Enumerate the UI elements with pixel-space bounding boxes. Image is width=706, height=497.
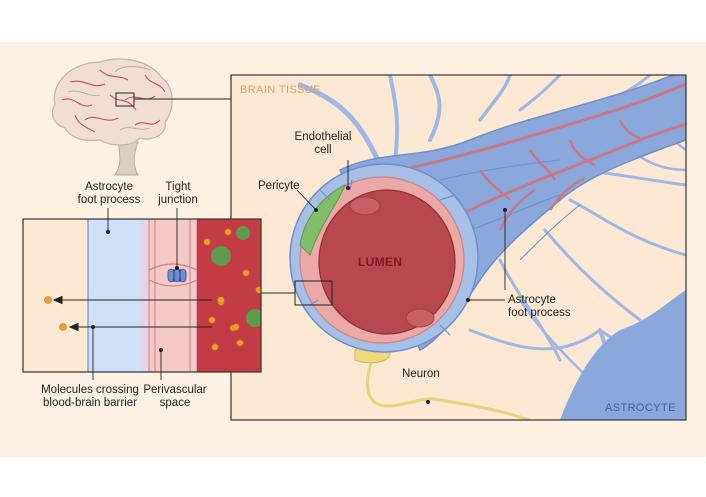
astrocyte-cell-body (560, 290, 686, 420)
brain-icon (51, 58, 173, 176)
transport-arrows (52, 295, 212, 332)
crossed-molecule (44, 296, 52, 304)
neuron-label: Neuron (402, 368, 440, 380)
pericyte-label: Pericyte (258, 180, 300, 192)
inset-astrocyte-foot (88, 219, 140, 372)
astrocyte-label: ASTROCYTE (605, 402, 676, 414)
source-molecule (217, 296, 225, 304)
brain-tissue-label: BRAIN TISSUE (240, 84, 322, 96)
vessel-cross-section (289, 163, 479, 353)
source-molecule (232, 323, 240, 331)
lumen (318, 189, 456, 335)
inset-endothelial-layer (148, 219, 198, 372)
lumen-label: LUMEN (358, 255, 403, 269)
crossed-molecule (59, 323, 67, 331)
inset-tight-junction-gap (148, 263, 198, 287)
leader-lines (90, 160, 508, 380)
tight-junction-icon (167, 268, 187, 283)
inset-panel-border (22, 218, 262, 373)
